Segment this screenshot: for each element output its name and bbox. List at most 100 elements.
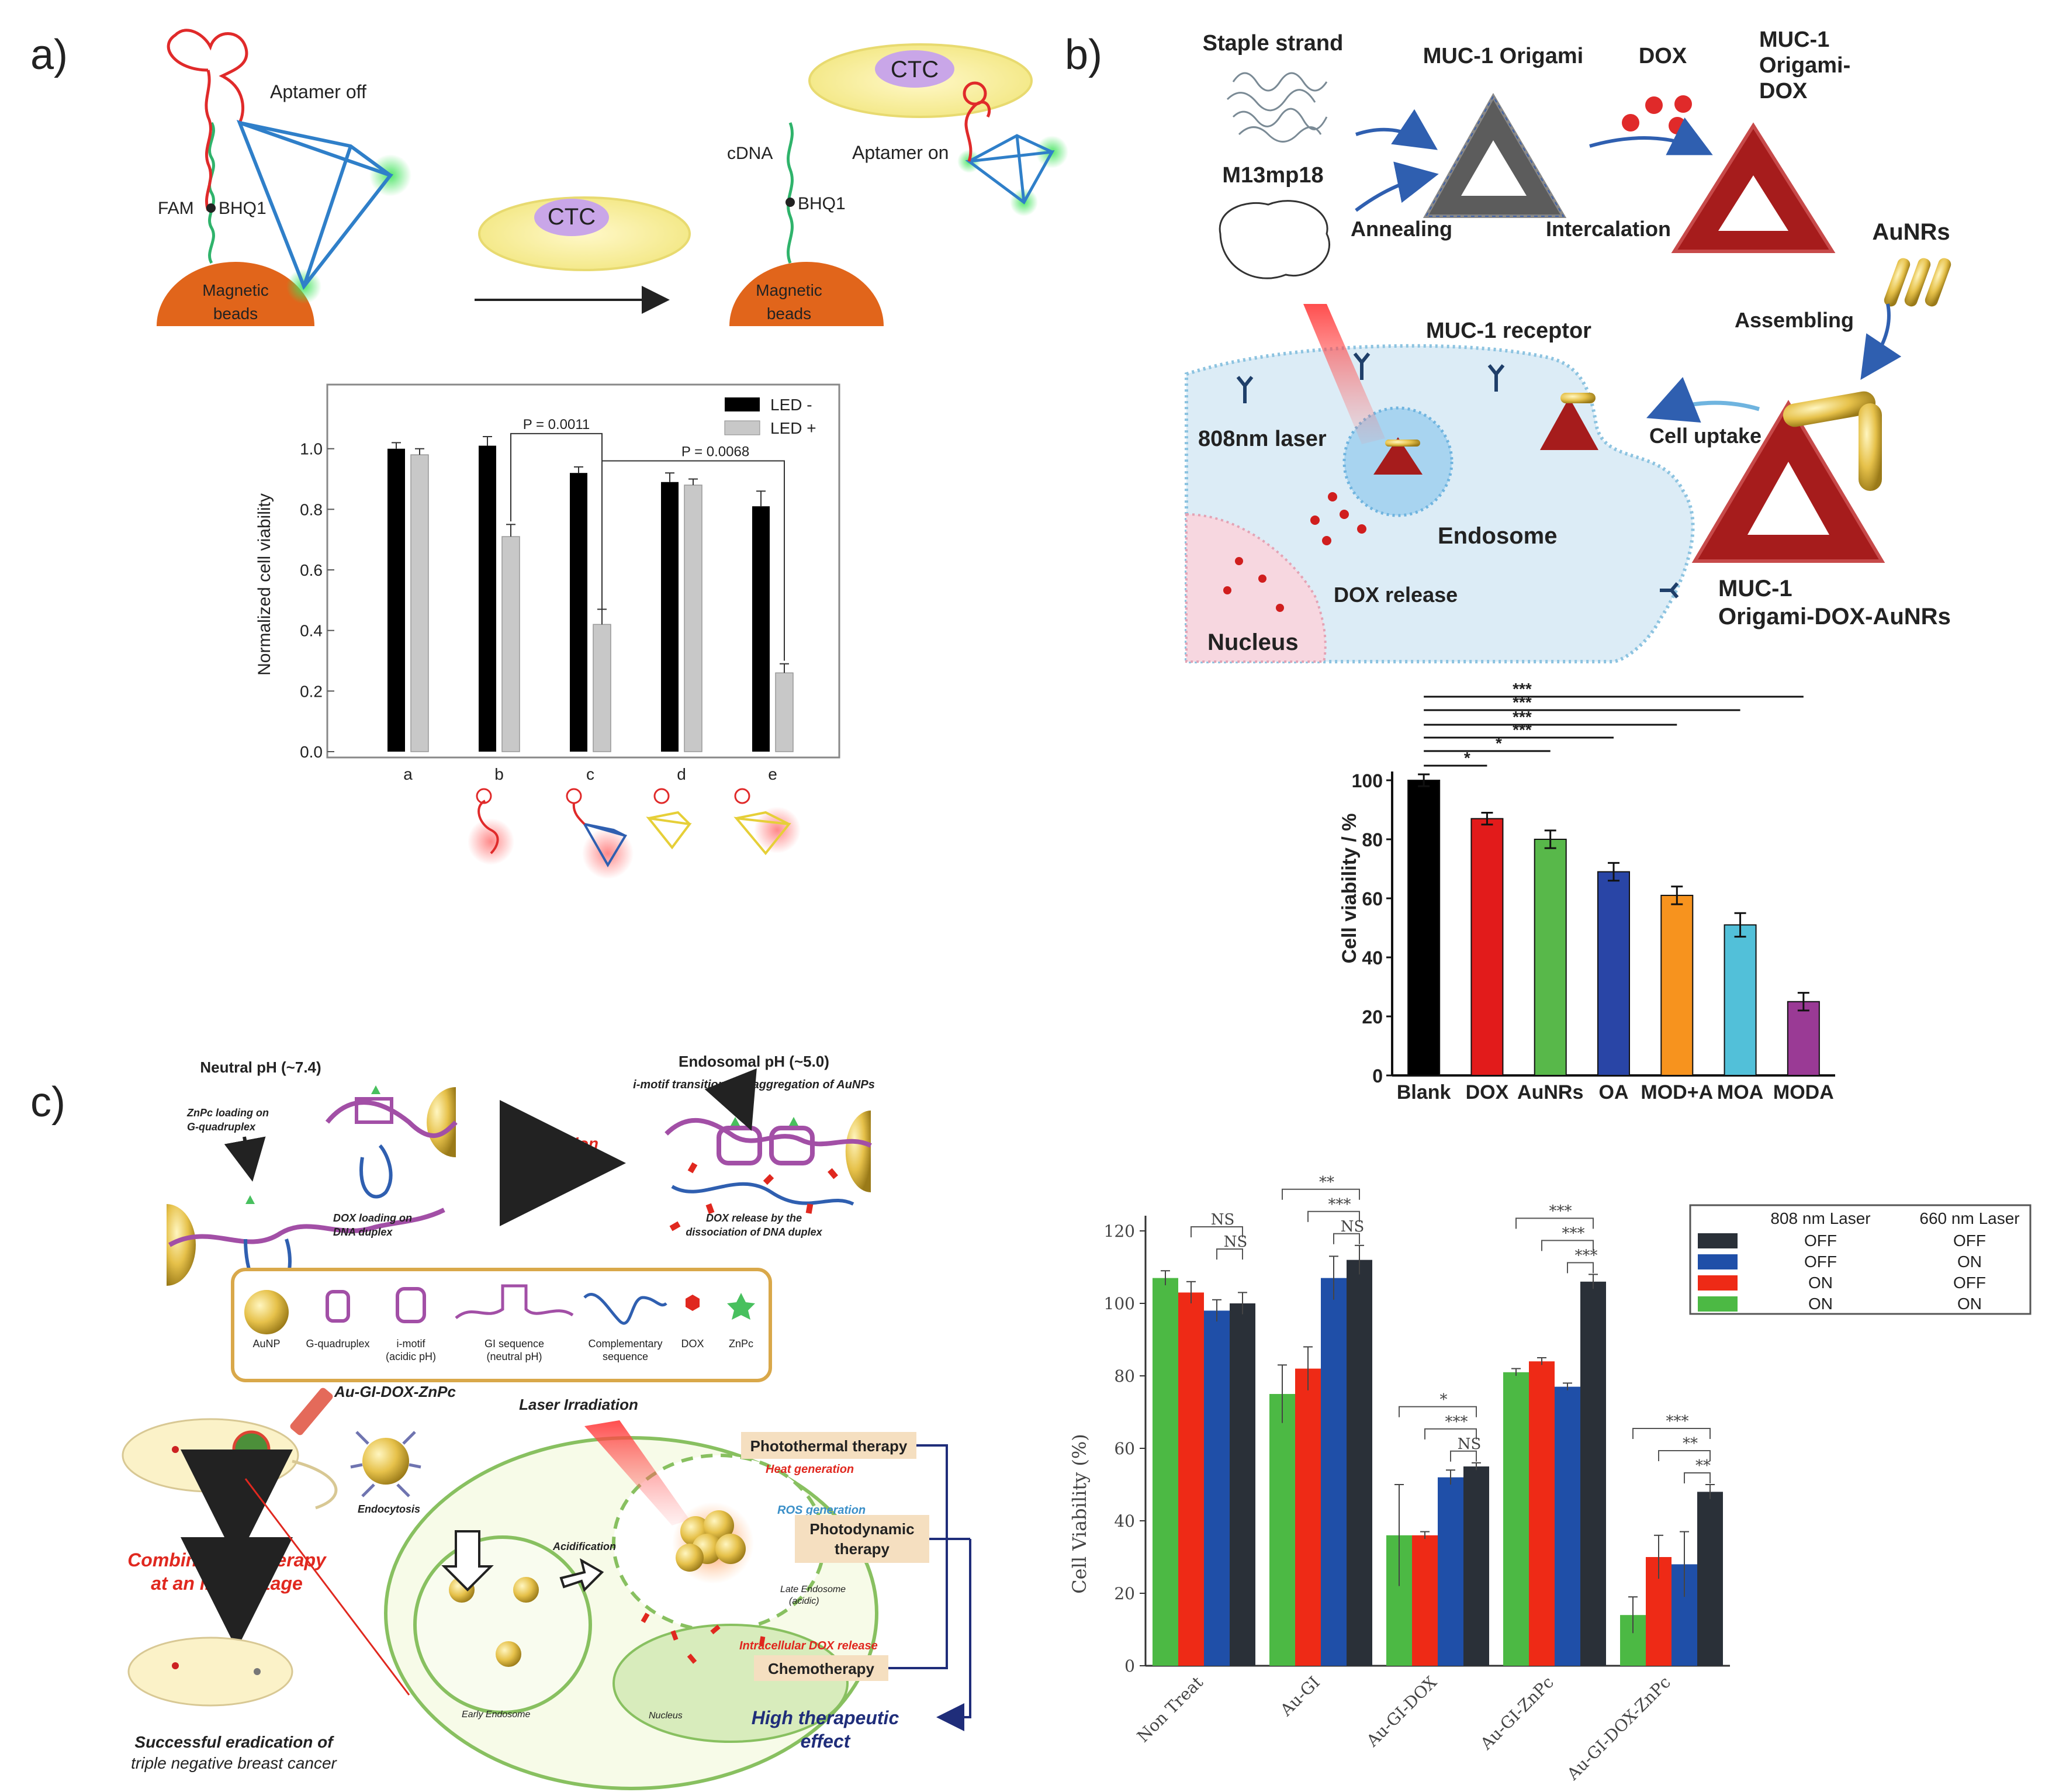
- chart-c-bar: [1269, 1394, 1295, 1666]
- legend-item-label: (neutral pH): [486, 1351, 542, 1362]
- chart-c-bar: [1463, 1466, 1489, 1666]
- chart-c-ylabel: Cell Viability (%): [1068, 1434, 1091, 1594]
- nucleus-c-label: Nucleus: [649, 1711, 683, 1721]
- chart-a-bracket: [510, 433, 603, 610]
- cdna-label: cDNA: [727, 144, 773, 163]
- chart-c-legend-660: OFF: [1953, 1231, 1986, 1250]
- chart-c-bar: [1580, 1281, 1606, 1666]
- neutral-ph-structures: [167, 1085, 458, 1295]
- intracellular-dox-label: Intracellular DOX release: [739, 1639, 878, 1652]
- dox-label: DOX: [1639, 44, 1687, 68]
- chart-c-sig-label: ***: [1328, 1196, 1351, 1213]
- chart-b-bar: [1597, 871, 1630, 1077]
- chart-c-sig-bracket: [1191, 1226, 1243, 1237]
- chart-c-legend-808: ON: [1808, 1274, 1833, 1292]
- legend-led-minus-swatch: [725, 397, 760, 411]
- aunrs-label: AuNRs: [1872, 219, 1950, 245]
- chart-c-legend-swatch: [1698, 1233, 1738, 1248]
- chart-c-legend-660: OFF: [1953, 1274, 1986, 1292]
- arrow-cell-uptake: [1646, 377, 1760, 423]
- neutral-ph-label: Neutral pH (~7.4): [200, 1058, 321, 1076]
- cell-illustration: [1185, 344, 1695, 663]
- aptamer-hairpin: [167, 29, 248, 124]
- dox-legend-icon: [686, 1295, 700, 1311]
- legend-header-808: 808 nm Laser: [1770, 1209, 1870, 1227]
- au-gi-particle: [350, 1431, 421, 1497]
- chart-a-bar: [501, 536, 520, 752]
- znpc-loading-line2: G-quadruplex: [187, 1121, 256, 1133]
- chart-b-category-label: OA: [1599, 1081, 1629, 1103]
- red-origami-triangle: [1671, 122, 1836, 253]
- ctc-cell-top: CTC: [808, 43, 1033, 118]
- combo-line1: Combinatorial therapy: [127, 1549, 327, 1570]
- acidification-hollow-arrow: [559, 1558, 604, 1592]
- laser-bolt: [584, 1420, 690, 1525]
- magnetic-label: Magnetic: [202, 281, 269, 299]
- uptake-origami: [1540, 393, 1598, 450]
- chemo-label: Chemotherapy: [768, 1660, 875, 1677]
- acidification-label: Acidification: [500, 1134, 598, 1153]
- endosomal-ph-label: Endosomal pH (~5.0): [679, 1053, 829, 1070]
- chart-a-ytick-label: 0.2: [300, 682, 323, 700]
- chart-a-bar: [479, 445, 496, 752]
- pdt-line2: therapy: [835, 1540, 890, 1558]
- chart-c-ytick-label: 20: [1114, 1584, 1135, 1603]
- legend-item-label: GI sequence: [485, 1338, 544, 1350]
- aunrs-icon: [1884, 258, 1951, 307]
- chart-c-bar: [1697, 1492, 1723, 1666]
- chart-b-ytick-label: 80: [1362, 829, 1383, 850]
- chart-c-sig-label: NS: [1458, 1435, 1482, 1453]
- ctc-label-top: CTC: [891, 57, 939, 82]
- m13-label: M13mp18: [1222, 163, 1323, 188]
- panel-a-label: a): [30, 32, 68, 78]
- final-label-line2: Origami-DOX-AuNRs: [1718, 604, 1951, 629]
- complementary-legend-icon: [583, 1293, 667, 1325]
- muc-receptor-label: MUC-1 receptor: [1426, 319, 1591, 343]
- chart-a-ytick-label: 0.4: [300, 622, 323, 640]
- staple-strand-scribble: [1226, 72, 1328, 143]
- chart-b-sig-stars: *: [1496, 734, 1502, 752]
- dox-release-label: DOX release: [1334, 583, 1458, 607]
- ptt-label: Photothermal therapy: [750, 1437, 908, 1455]
- aptamer-off-label: Aptamer off: [270, 81, 366, 102]
- chart-b-bar: [1470, 818, 1504, 1077]
- chart-a-category-label: e: [768, 765, 777, 783]
- assembling-label: Assembling: [1735, 308, 1854, 332]
- dox-loading-line2: DNA duplex: [333, 1226, 393, 1238]
- chart-b-ytick-label: 40: [1362, 947, 1383, 968]
- znpc-arrow: [224, 1136, 266, 1182]
- chart-b-sig-stars: ***: [1513, 721, 1532, 739]
- chart-b-ytick-label: 0: [1372, 1065, 1383, 1087]
- chart-c-ytick-label: 40: [1114, 1511, 1135, 1531]
- dox-release-line2: dissociation of DNA duplex: [686, 1226, 822, 1238]
- annealing-label: Annealing: [1351, 217, 1452, 241]
- chart-c-legend-808: OFF: [1804, 1231, 1837, 1250]
- chart-c-sig-label: **: [1683, 1435, 1698, 1452]
- legend-item-label: i-motif: [397, 1338, 426, 1350]
- chart-c-legend-swatch: [1698, 1296, 1738, 1312]
- panel-c: c) Neutral pH (~7.4) Endosomal pH (~5.0)…: [30, 1053, 971, 1790]
- chart-c-bar: [1321, 1278, 1347, 1666]
- chart-a-ytick-label: 0.6: [300, 561, 323, 579]
- panel-b-label: b): [1065, 32, 1102, 78]
- dox-release-line1: DOX release by the: [706, 1212, 802, 1224]
- beads-label-right: beads: [767, 305, 811, 323]
- chart-c-sig-label: ***: [1575, 1247, 1598, 1264]
- chart-c-sig-label: ***: [1666, 1413, 1689, 1430]
- grey-origami-triangle: [1423, 92, 1567, 218]
- chart-a-ytick-label: 0.8: [300, 500, 323, 518]
- early-endosome-label: Early Endosome: [462, 1710, 530, 1720]
- chart-a-bar: [593, 624, 611, 752]
- bhq1-label: BHQ1: [219, 199, 267, 218]
- chart-b-ylabel: Cell viability / %: [1338, 814, 1361, 964]
- chart-b-category-label: MOD+A: [1641, 1081, 1713, 1103]
- bhq1-label-right: BHQ1: [798, 194, 846, 213]
- chart-c-bar: [1555, 1386, 1580, 1666]
- legend-led-plus-swatch: [724, 420, 760, 435]
